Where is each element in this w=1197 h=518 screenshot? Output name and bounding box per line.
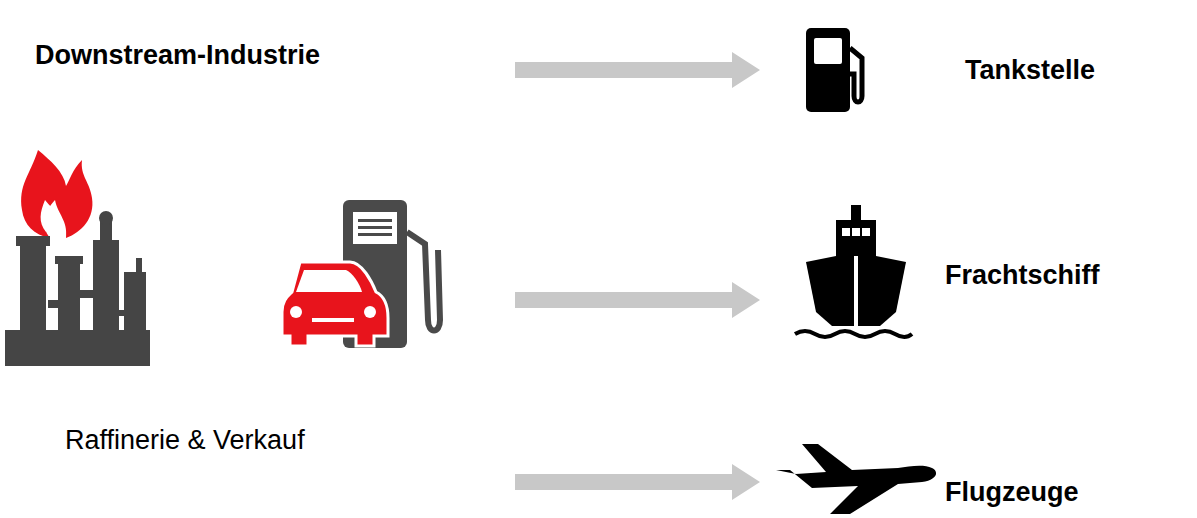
target-node: Frachtschiff bbox=[760, 200, 1192, 345]
block-arrow bbox=[515, 464, 760, 500]
fuel-pump-car-icon bbox=[282, 200, 440, 348]
refinery-icon bbox=[5, 150, 150, 366]
group-label: Raffinerie & Verkauf bbox=[65, 424, 305, 456]
target-node: Tankstelle bbox=[760, 20, 1192, 120]
target-node: Flugzeuge bbox=[760, 458, 1192, 514]
block-arrow bbox=[515, 282, 760, 318]
cargo-ship-icon bbox=[795, 205, 912, 337]
group-heading: Downstream-Industrie bbox=[35, 39, 320, 71]
target-label: Tankstelle bbox=[965, 54, 1095, 86]
target-label: Frachtschiff bbox=[945, 259, 1100, 291]
gas-station-icon bbox=[806, 28, 862, 112]
source-group: Downstream-IndustrieRaffinerie & Verkauf bbox=[0, 10, 510, 505]
target-label: Flugzeuge bbox=[945, 476, 1079, 508]
block-arrow bbox=[515, 52, 760, 88]
airplane-icon bbox=[776, 444, 936, 514]
